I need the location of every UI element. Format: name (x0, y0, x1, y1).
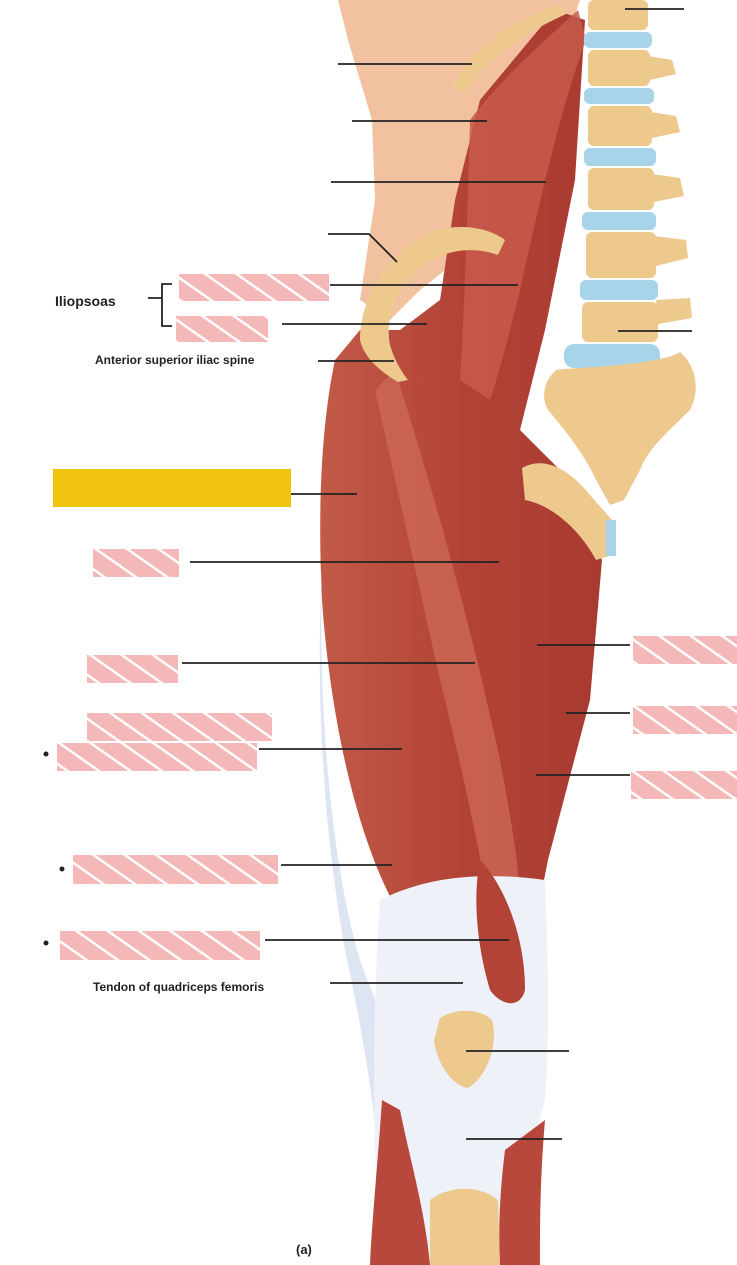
intervertebral-disc (580, 280, 658, 300)
redacted-label-box (176, 316, 268, 342)
label-anterior-superior-iliac-spine: Anterior superior iliac spine (95, 353, 255, 367)
bullet-dot (59, 866, 65, 872)
transverse-process (648, 56, 676, 80)
vertebra (588, 0, 648, 30)
bullet-dot (43, 751, 49, 757)
leader-line (328, 233, 398, 263)
leader-lines (182, 8, 692, 1140)
transverse-process (652, 174, 684, 202)
highlighted-answer-box (53, 469, 291, 507)
pubic-disc (606, 520, 616, 556)
patella-bone (434, 1010, 494, 1088)
redacted-label-box (633, 636, 737, 664)
transverse-process (650, 112, 680, 138)
redacted-label-box (633, 706, 737, 734)
tibia-bone (430, 1188, 500, 1265)
redacted-label-box (57, 743, 257, 771)
vertebra (588, 50, 650, 86)
intervertebral-disc (584, 88, 654, 104)
pubic-bone (522, 463, 612, 560)
intervertebral-disc (564, 344, 660, 368)
label-iliopsoas: Iliopsoas (55, 293, 116, 309)
thigh-muscle-mass (320, 10, 602, 1000)
vertebra (586, 232, 656, 278)
lower-leg-muscle-medial (499, 1120, 545, 1265)
transverse-process (654, 236, 688, 266)
intervertebral-disc (584, 32, 652, 48)
redacted-label-box (179, 274, 329, 301)
sacrum-bone (544, 352, 696, 505)
redacted-label-box (87, 655, 178, 683)
redacted-label-box (73, 855, 278, 884)
iliac-crest-bone (360, 226, 505, 382)
iliopsoas-bracket (148, 283, 172, 327)
redacted-label-box (60, 931, 260, 960)
vastus-lower (476, 860, 525, 1004)
redacted-label-box (631, 771, 737, 799)
sartorius-muscle (375, 370, 522, 980)
redacted-label-box (93, 549, 179, 577)
label-tendon-of-quadriceps-femoris: Tendon of quadriceps femoris (93, 980, 265, 994)
figure-caption: (a) (296, 1242, 312, 1257)
intervertebral-disc (582, 212, 656, 230)
vertebra (588, 106, 652, 146)
redacted-label-box (87, 713, 272, 741)
lower-leg-muscle (370, 1100, 430, 1265)
intervertebral-disc (584, 148, 656, 166)
vertebra (588, 168, 654, 210)
psoas-muscle (460, 10, 586, 400)
lumbar-spine (544, 0, 696, 505)
bullet-dot (43, 940, 49, 946)
vertebra (582, 302, 658, 342)
transverse-process (656, 298, 692, 324)
upper-ilium-bone (452, 5, 566, 92)
